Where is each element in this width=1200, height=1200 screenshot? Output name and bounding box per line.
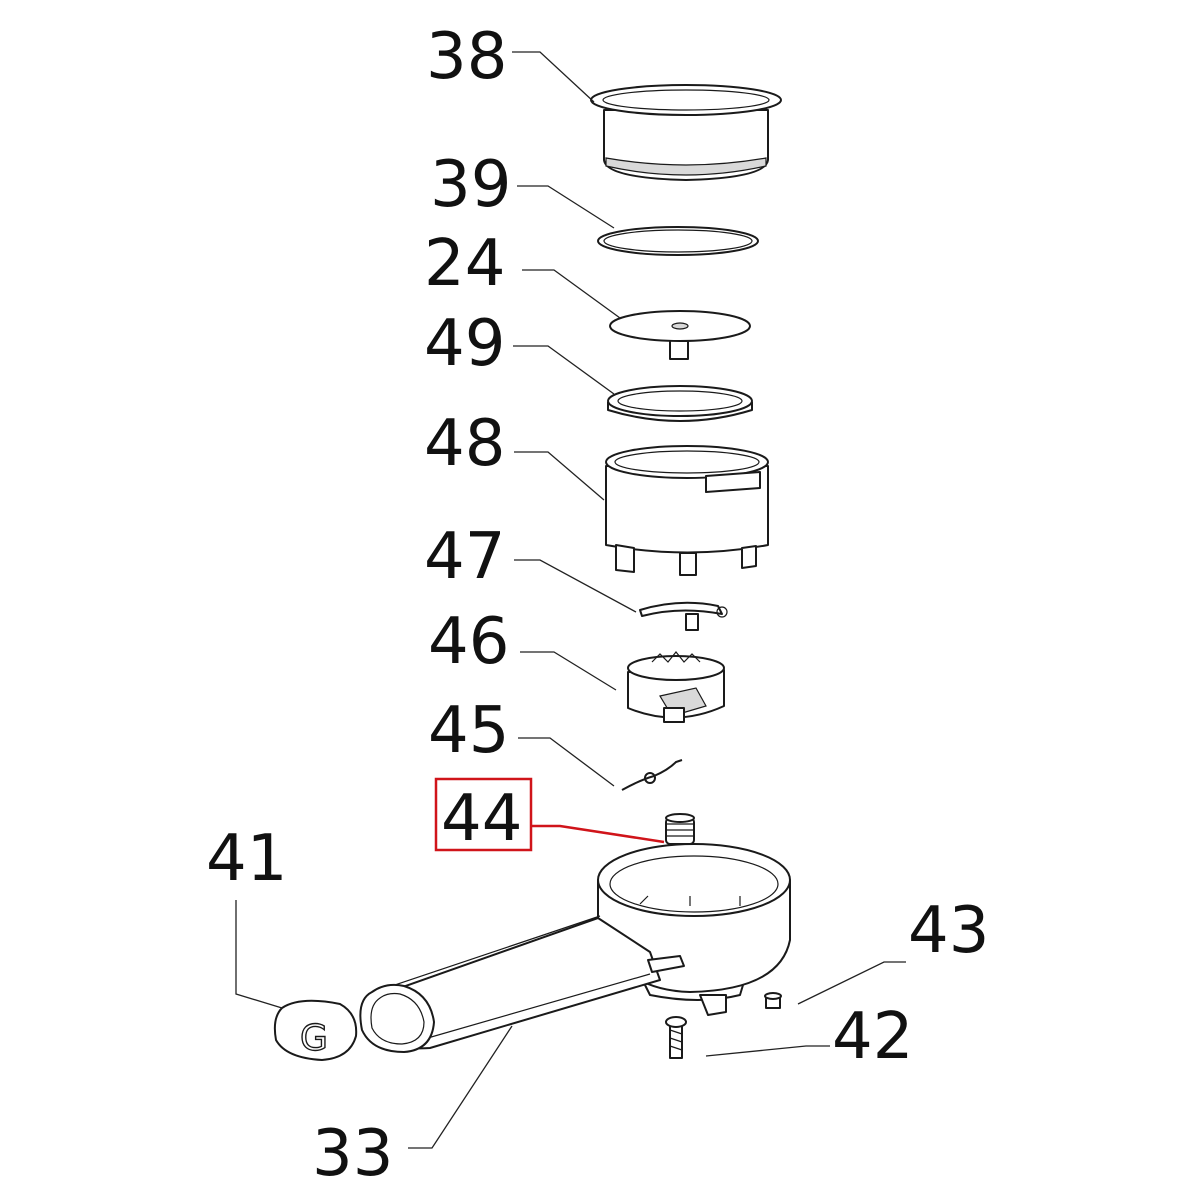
highlight-box-44 bbox=[434, 777, 533, 852]
part-39-ring bbox=[597, 226, 759, 256]
label-33: 33 bbox=[312, 1117, 393, 1191]
leader-49 bbox=[513, 345, 615, 395]
part-49-gasket bbox=[607, 385, 753, 422]
part-33-portafilter bbox=[359, 843, 791, 1053]
label-24: 24 bbox=[424, 227, 505, 301]
label-41: 41 bbox=[206, 822, 287, 896]
label-47: 47 bbox=[424, 520, 505, 594]
label-43: 43 bbox=[908, 894, 989, 968]
part-43-pin bbox=[764, 992, 782, 1009]
label-46: 46 bbox=[428, 605, 509, 679]
label-44: 44 bbox=[441, 782, 522, 856]
cap-letter: G bbox=[300, 1018, 328, 1059]
leader-48 bbox=[514, 451, 605, 501]
part-44-spring bbox=[665, 813, 695, 845]
part-45-spring-wire bbox=[621, 759, 683, 791]
leader-41 bbox=[235, 900, 283, 1009]
label-39: 39 bbox=[430, 148, 511, 222]
part-24-disc bbox=[609, 310, 751, 360]
part-41-end-cap: G bbox=[273, 999, 358, 1061]
leader-33 bbox=[408, 1025, 513, 1149]
part-48-housing bbox=[605, 445, 769, 576]
label-45: 45 bbox=[428, 694, 509, 768]
leader-45 bbox=[518, 737, 615, 787]
part-38-filter-basket bbox=[590, 84, 782, 181]
label-38: 38 bbox=[426, 20, 507, 94]
label-48: 48 bbox=[424, 407, 505, 481]
leader-46 bbox=[520, 651, 617, 691]
part-46-valve-mechanism bbox=[627, 651, 725, 723]
leader-24 bbox=[522, 269, 621, 319]
leader-39 bbox=[517, 185, 615, 229]
leader-38 bbox=[512, 51, 595, 103]
leader-43 bbox=[797, 961, 906, 1005]
leader-42 bbox=[705, 1045, 830, 1057]
label-42: 42 bbox=[832, 1000, 913, 1074]
part-47-clip bbox=[639, 601, 728, 631]
part-42-screw bbox=[665, 1016, 687, 1059]
leader-47 bbox=[514, 559, 637, 613]
leader-44 bbox=[532, 824, 665, 844]
label-49: 49 bbox=[424, 307, 505, 381]
